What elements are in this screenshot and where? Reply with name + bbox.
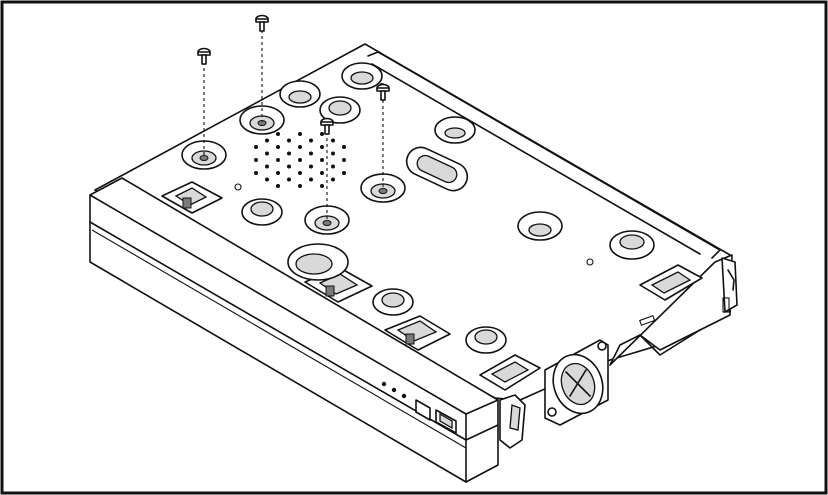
vent-hole	[265, 138, 269, 143]
screw-boss	[287, 243, 349, 281]
vent-hole	[309, 164, 313, 169]
drive-clip	[384, 315, 451, 351]
end-cap-clip	[727, 269, 735, 291]
vent-hole	[276, 145, 280, 149]
end-cap-slot	[722, 297, 730, 313]
vent-hole	[287, 164, 291, 169]
mount-hole	[234, 183, 242, 191]
vent-hole	[342, 171, 346, 175]
vent-hole	[309, 177, 313, 182]
vent-hole	[342, 158, 346, 162]
vent-hole	[298, 145, 302, 149]
vent-hole	[276, 171, 280, 175]
screw-boss	[319, 96, 361, 124]
vent-hole	[309, 151, 313, 156]
led-indicator-icon	[401, 393, 407, 399]
screw-boss	[241, 198, 283, 226]
vent-hole	[320, 145, 324, 149]
vent-hole	[265, 164, 269, 169]
drive-clip	[161, 181, 223, 214]
led-indicator-icon	[381, 381, 387, 387]
vent-hole	[265, 177, 269, 182]
screw-boss	[609, 230, 655, 260]
vent-hole	[276, 158, 280, 162]
vent-hole	[309, 138, 313, 143]
mount-slot	[639, 315, 656, 326]
screw-icon	[255, 14, 269, 32]
vent-hole	[265, 151, 269, 156]
vent-hole	[320, 132, 324, 136]
screw-icon	[197, 47, 211, 65]
drive-clip	[639, 264, 703, 301]
screw-boss	[372, 288, 414, 316]
vent-hole	[331, 177, 335, 182]
vent-hole	[287, 177, 291, 182]
fan-icon	[544, 339, 609, 426]
vent-hole	[320, 171, 324, 175]
vent-hole	[287, 151, 291, 156]
vent-hole	[298, 132, 302, 136]
vent-hole	[254, 171, 258, 175]
port-inner	[439, 412, 453, 430]
vent-hole	[320, 184, 324, 188]
screw-boss	[360, 173, 406, 203]
vent-holes	[254, 132, 346, 188]
oval-slot	[405, 146, 469, 192]
front-panel-groove-2	[91, 229, 467, 449]
tray-inner-rim	[367, 51, 721, 259]
front-panel	[89, 177, 499, 483]
tray-right-notch	[639, 329, 701, 356]
vent-hole	[331, 151, 335, 156]
vent-hole	[331, 138, 335, 143]
vent-hole	[298, 171, 302, 175]
front-panel-groove	[89, 221, 467, 441]
mount-hole	[586, 258, 594, 266]
screw-boss	[434, 116, 476, 144]
vent-hole	[331, 164, 335, 169]
screw-boss	[341, 62, 383, 90]
led-indicator-icon	[391, 387, 397, 393]
side-handle	[499, 394, 526, 449]
vent-hole	[254, 145, 258, 149]
screw-boss	[279, 80, 321, 108]
drive-clip	[479, 354, 541, 391]
vent-hole	[298, 158, 302, 162]
front-panel-groove-side	[465, 424, 499, 441]
screw-boss	[465, 326, 507, 354]
vent-hole	[298, 184, 302, 188]
screw-boss	[517, 211, 563, 241]
tray-rim-line	[371, 63, 701, 255]
screw-icon	[376, 83, 390, 101]
port-icon	[415, 399, 431, 421]
vent-hole	[276, 132, 280, 136]
vent-hole	[287, 138, 291, 143]
vent-hole	[254, 158, 258, 162]
vent-hole	[276, 184, 280, 188]
screw-icon	[320, 117, 334, 135]
vent-hole	[342, 145, 346, 149]
vent-hole	[320, 158, 324, 162]
